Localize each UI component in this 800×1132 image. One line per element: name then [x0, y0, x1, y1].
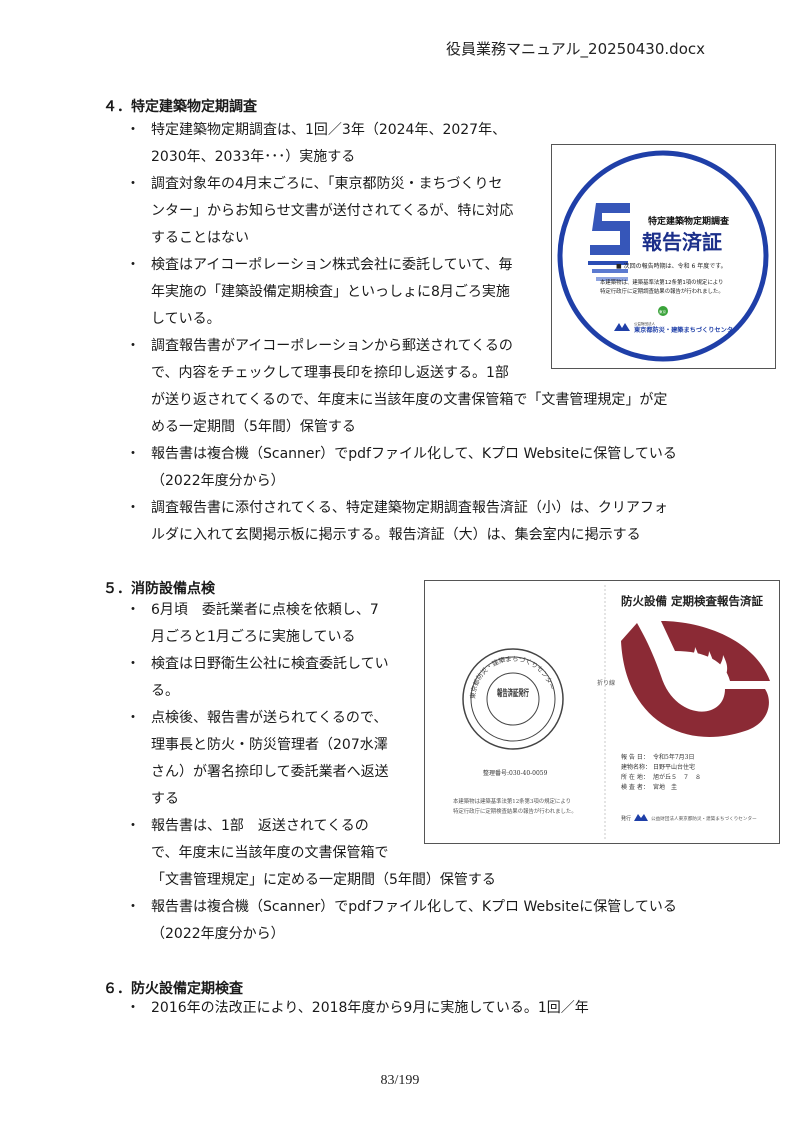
fire-logo-icon [621, 621, 770, 737]
sticker-line4: 本建築物は、建築基準法第12条第1項の規定により [600, 278, 723, 286]
bullet-line: 報告書は複合機（Scanner）でpdfファイル化して、Kプロ Websiteに… [151, 446, 677, 462]
certificate-row-label: 建物名称： [621, 763, 651, 771]
bullet-text: 6月頃 委託業者に点検を依頼し、7 月ごろと1月ごろに実施している [151, 597, 379, 651]
bullet-text: 調査報告書がアイコーポレーションから郵送されてくるので、内容をチェックして理事長… [151, 333, 667, 441]
bullet-line: める一定期間（5年間）保管する [151, 419, 356, 435]
bullet-line: る。 [151, 683, 179, 699]
bullet-mark: ・ [126, 500, 140, 516]
bullet-line: 調査報告書に添付されてくる、特定建築物定期調査報告済証（小）は、クリアフォ [151, 500, 668, 516]
bullet-mark: ・ [126, 602, 140, 618]
sticker-line1: 特定建築物定期調査 [648, 215, 730, 227]
page-number: 83/199 [380, 1073, 420, 1088]
bullet-mark: ・ [126, 176, 140, 192]
issuer-logo-icon [634, 814, 648, 821]
bullet-line: 報告書は、1部 返送されてくるの [151, 818, 369, 834]
bullet-line: 調査報告書がアイコーポレーションから郵送されてくるの [151, 338, 513, 354]
bullet-line: することはない [151, 230, 249, 246]
bullet-line: で、内容をチェックして理事長印を捺印し返送する。1部 [151, 365, 509, 381]
sticker-badge-icon [658, 306, 668, 316]
bullet-mark: ・ [126, 257, 140, 273]
bullet-line: する [151, 791, 179, 807]
bullet-mark: ・ [126, 656, 140, 672]
document-filename: 役員業務マニュアル_20250430.docx [446, 40, 705, 58]
bullet-line: 月ごろと1月ごろに実施している [151, 629, 356, 645]
sticker-org-small: 公益財団法人 [634, 321, 655, 326]
bullet-line: 点検後、報告書が送られてくるので、 [151, 710, 388, 726]
bullet-line: 特定建築物定期調査は、1回／3年（2024年、2027年、 [151, 122, 507, 138]
bullet-line: （2022年度分から） [151, 926, 285, 942]
bullet-mark: ・ [126, 1000, 140, 1016]
bullet-line: 2030年、2033年･･･）実施する [151, 149, 356, 165]
s-logo-icon [588, 203, 630, 281]
issuer-label: 発行 [621, 815, 631, 822]
bullet-line: 検査は日野衛生公社に検査委託してい [151, 656, 389, 672]
bullet-line: 報告書は複合機（Scanner）でpdfファイル化して、Kプロ Websiteに… [151, 899, 677, 915]
certificate-row-value: 日野平山台住宅 [653, 763, 695, 771]
bullet-mark: ・ [126, 710, 140, 726]
fire-equipment-certificate-image: 折り線 東京都防災・建築まちづくりセンター 報告済証発行 整理番号:030-40… [424, 580, 780, 844]
bullet-text: 調査対象年の4月末ごろに、「東京都防災・まちづくりセンター」からお知らせ文書が送… [151, 171, 513, 252]
sticker-line3: ■ 次回の報告時期は、令和 6 年度です。 [616, 262, 727, 270]
bullet-mark: ・ [126, 122, 140, 138]
bullet-line: ンター」からお知らせ文書が送付されてくるが、特に対応 [151, 203, 514, 219]
certificate-row-label: 所 在 地： [621, 773, 649, 781]
sticker-line2: 報告済証 [642, 230, 722, 254]
bullet-line: している。 [151, 311, 221, 327]
bullet-text: 報告書は複合機（Scanner）でpdfファイル化して、Kプロ Websiteに… [151, 894, 677, 948]
bullet-line: で、年度末に当該年度の文書保管箱で [151, 845, 389, 861]
certificate-row-label: 検 査 者： [621, 783, 649, 791]
bullet-line: さん）が署名捺印して委託業者へ返送 [151, 764, 389, 780]
certificate-number: 整理番号:030-40-0059 [483, 769, 548, 777]
issuer-name: 公益財団法人東京都防災・建築まちづくりセンター [651, 815, 757, 822]
section-4-heading: ４．特定建築物定期調査 [103, 99, 257, 115]
bullet-line: 年実施の「建築設備定期検査」といっしょに8月ごろ実施 [151, 284, 510, 300]
certificate-row-value: 令和5年7月3日 [653, 753, 694, 761]
bullet-text: 報告書は、1部 返送されてくるので、年度末に当該年度の文書保管箱で「文書管理規定… [151, 813, 496, 894]
bullet-line: が送り返されてくるので、年度末に当該年度の文書保管箱で「文書管理規定」が定 [151, 392, 668, 408]
bullet-text: 特定建築物定期調査は、1回／3年（2024年、2027年、 2030年、2033年… [151, 117, 506, 171]
fold-label: 折り線 [597, 679, 615, 687]
certificate-row-label: 報 告 日： [621, 753, 649, 761]
bullet-text: 調査報告書に添付されてくる、特定建築物定期調査報告済証（小）は、クリアフォルダに… [151, 495, 668, 549]
sticker-line5: 特定行政庁に定期調査結果の報告が行われました。 [600, 287, 724, 295]
bullet-line: 理事長と防火・防災管理者（207水澤 [151, 737, 388, 753]
bullet-text: 報告書は複合機（Scanner）でpdfファイル化して、Kプロ Websiteに… [151, 441, 677, 495]
bullet-line: 6月頃 委託業者に点検を依頼し、7 [151, 602, 379, 618]
inspection-report-sticker-image: 特定建築物定期調査 報告済証 ■ 次回の報告時期は、令和 6 年度です。 本建築… [551, 144, 776, 369]
bullet-line: 調査対象年の4月末ごろに、「東京都防災・まちづくりセ [151, 176, 503, 192]
seal-center-text: 報告済証発行 [497, 687, 529, 699]
bullet-mark: ・ [126, 338, 140, 354]
bullet-text: 検査は日野衛生公社に検査委託している。 [151, 651, 389, 705]
section-5-heading: ５．消防設備点検 [103, 581, 215, 597]
bullet-mark: ・ [126, 899, 140, 915]
bullet-mark: ・ [126, 446, 140, 462]
certificate-note1: 本建築物は建築基準法第12条第3項の規定により [453, 797, 571, 805]
sticker-badge: 東京 [659, 309, 667, 314]
bullet-line: （2022年度分から） [151, 473, 285, 489]
certificate-title: 防火設備 定期検査報告済証 [621, 594, 764, 608]
certificate-note2: 特定行政庁に定期検査結果の報告が行われました。 [453, 807, 577, 815]
bullet-text: 点検後、報告書が送られてくるので、理事長と防火・防災管理者（207水澤さん）が署… [151, 705, 389, 813]
bullet-line: 検査はアイコーポレーション株式会社に委託していて、毎 [151, 257, 513, 273]
bullet-line: 「文書管理規定」に定める一定期間（5年間）保管する [151, 872, 496, 888]
section-6-heading: ６．防火設備定期検査 [103, 981, 243, 997]
issued-seal-icon [462, 648, 564, 750]
bullet-line: ルダに入れて玄関掲示板に掲示する。報告済証（大）は、集会室内に掲示する [151, 527, 641, 543]
bullet-line: 2016年の法改正により、2018年度から9月に実施している。1回／年 [151, 1000, 589, 1016]
bullet-mark: ・ [126, 818, 140, 834]
certificate-row-value: 旭が丘５ ７ ８ [653, 773, 701, 781]
org-logo-icon [614, 323, 630, 331]
bullet-text: 2016年の法改正により、2018年度から9月に実施している。1回／年 [151, 995, 589, 1022]
bullet-text: 検査はアイコーポレーション株式会社に委託していて、毎年実施の「建築設備定期検査」… [151, 252, 512, 333]
sticker-org: 東京都防災・建築まちづくりセンター [634, 326, 739, 334]
certificate-row-value: 宮地 圭 [653, 783, 677, 791]
